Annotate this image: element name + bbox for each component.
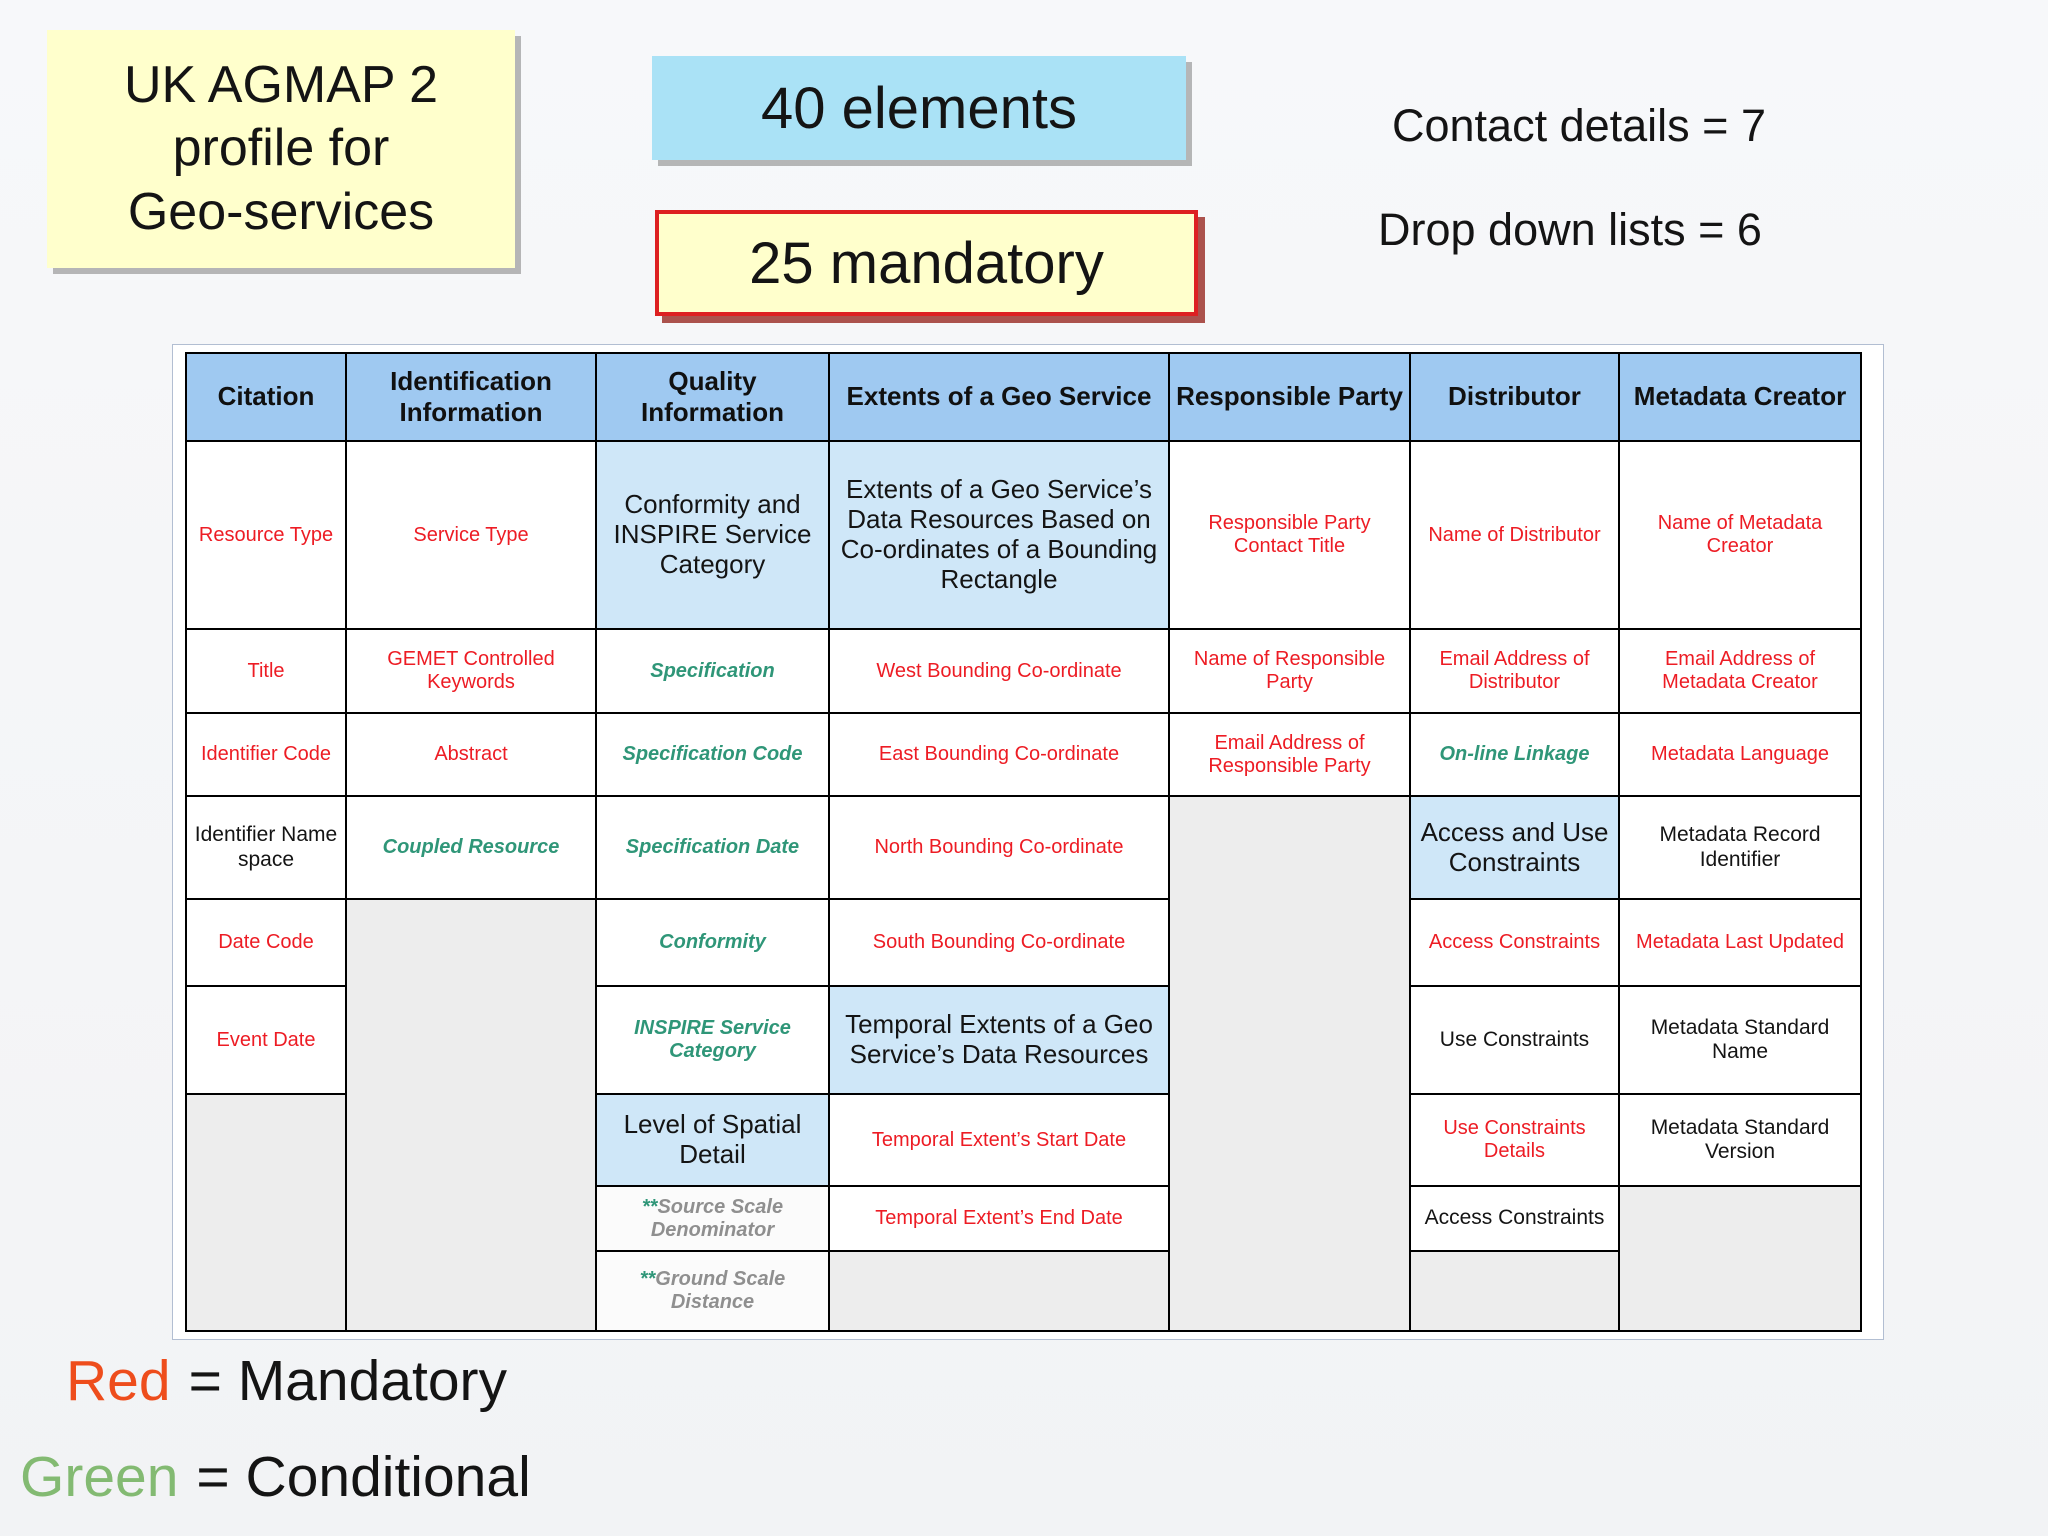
column-header: Extents of a Geo Service (828, 352, 1170, 442)
contact-details-note: Contact details = 7 (1392, 100, 1766, 151)
table-cell: Access Constraints (1409, 1185, 1620, 1252)
legend-green-term: Green (20, 1445, 179, 1509)
table-cell: Conformity and INSPIRE Service Category (595, 440, 830, 630)
table-cell: Specification Code (595, 712, 830, 797)
table-cell: West Bounding Co-ordinate (828, 628, 1170, 714)
legend-mandatory: Red = Mandatory (66, 1348, 507, 1414)
title-box: UK AGMAP 2 profile for Geo-services (47, 30, 515, 268)
elements-count-box: 40 elements (652, 56, 1186, 160)
table-cell: East Bounding Co-ordinate (828, 712, 1170, 797)
table-cell: Specification (595, 628, 830, 714)
table-cell: Metadata Standard Version (1618, 1093, 1862, 1187)
table-cell: Metadata Last Updated (1618, 898, 1862, 987)
empty-cell (1618, 1185, 1862, 1332)
table-cell: South Bounding Co-ordinate (828, 898, 1170, 987)
table-cell: Temporal Extent’s Start Date (828, 1093, 1170, 1187)
column-header: Metadata Creator (1618, 352, 1862, 442)
mandatory-count-box: 25 mandatory (655, 210, 1198, 316)
title-line-3: Geo-services (127, 182, 435, 241)
column-header: Responsible Party (1168, 352, 1411, 442)
empty-cell (1168, 795, 1411, 1332)
legend-conditional: Green = Conditional (20, 1444, 531, 1510)
table-cell: On-line Linkage (1409, 712, 1620, 797)
table-cell: Name of Responsible Party (1168, 628, 1411, 714)
table-cell: Temporal Extents of a Geo Service’s Data… (828, 985, 1170, 1095)
table-cell: GEMET Controlled Keywords (345, 628, 597, 714)
table-cell: Access and Use Constraints (1409, 795, 1620, 900)
table-cell: Conformity (595, 898, 830, 987)
table-cell: Name of Distributor (1409, 440, 1620, 630)
table-cell: Resource Type (185, 440, 347, 630)
table-cell: Level of Spatial Detail (595, 1093, 830, 1187)
legend-green-meaning: = Conditional (196, 1445, 531, 1509)
title-line-2: profile for (172, 119, 390, 178)
table-row: **Ground Scale Distance (186, 1250, 1861, 1332)
table-cell: Identifier Name space (185, 795, 347, 900)
empty-cell (828, 1250, 1170, 1332)
table-cell: North Bounding Co-ordinate (828, 795, 1170, 900)
table-cell: Service Type (345, 440, 597, 630)
table-cell: Access Constraints (1409, 898, 1620, 987)
table-cell: Responsible Party Contact Title (1168, 440, 1411, 630)
table-cell: **Source Scale Denominator (595, 1185, 830, 1252)
empty-cell (185, 1093, 347, 1332)
asterisk-marker: ** (641, 1195, 658, 1218)
table-cell: Use Constraints Details (1409, 1093, 1620, 1187)
title-line-1: UK AGMAP 2 (123, 55, 439, 114)
table-cell: Metadata Record Identifier (1618, 795, 1862, 900)
table-cell: Extents of a Geo Service’s Data Resource… (828, 440, 1170, 630)
table-cell: Identifier Code (185, 712, 347, 797)
column-header: Citation (185, 352, 347, 442)
asterisk-marker: ** (639, 1268, 656, 1290)
table-cell: Email Address of Metadata Creator (1618, 628, 1862, 714)
column-header: Distributor (1409, 352, 1620, 442)
empty-cell (1409, 1250, 1620, 1332)
table-cell: Metadata Language (1618, 712, 1862, 797)
table-cell: Abstract (345, 712, 597, 797)
legend-red-term: Red (66, 1349, 171, 1413)
table-cell: Name of Metadata Creator (1618, 440, 1862, 630)
table-cell: Event Date (185, 985, 347, 1095)
table-cell: Temporal Extent’s End Date (828, 1185, 1170, 1252)
table-cell: Use Constraints (1409, 985, 1620, 1095)
table-cell: Title (185, 628, 347, 714)
legend-red-meaning: = Mandatory (188, 1349, 508, 1413)
table-cell: Date Code (185, 898, 347, 987)
empty-cell (345, 898, 597, 1332)
table-cell: Email Address of Distributor (1409, 628, 1620, 714)
table-cell: Coupled Resource (345, 795, 597, 900)
table-cell: INSPIRE Service Category (595, 985, 830, 1095)
column-header: Quality Information (595, 352, 830, 442)
table-cell: Specification Date (595, 795, 830, 900)
dropdown-lists-note: Drop down lists = 6 (1378, 204, 1762, 255)
table-cell: Metadata Standard Name (1618, 985, 1862, 1095)
table-cell: Email Address of Responsible Party (1168, 712, 1411, 797)
table-cell: **Ground Scale Distance (595, 1250, 830, 1332)
column-header: Identification Information (345, 352, 597, 442)
